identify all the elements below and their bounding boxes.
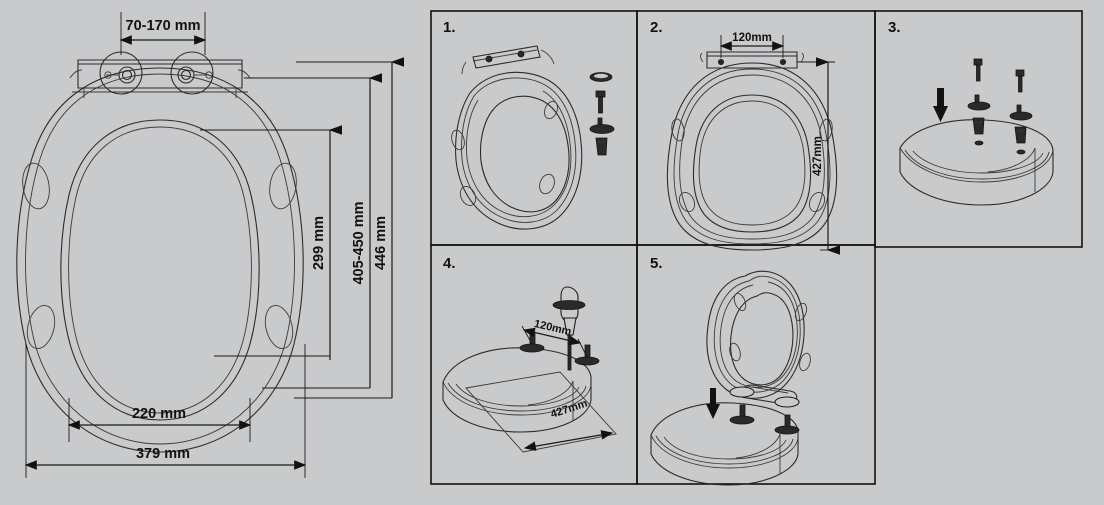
dimension-hinge-spacing: 70-170 mm — [119, 12, 207, 55]
step-5-fixing-right — [774, 396, 800, 435]
step-3-bowl — [899, 119, 1054, 206]
step-3-hardware-left — [967, 58, 991, 135]
step-4-bowl — [442, 331, 617, 453]
step-4-label-427mm: 427mm — [549, 398, 589, 421]
step-1-panel: 1. — [443, 19, 615, 230]
main-seat-outline — [16, 59, 304, 453]
dimension-label-hinge-spacing: 70-170 mm — [126, 18, 201, 34]
step-4-fixing-right — [574, 344, 600, 366]
dimension-lines-vertical: 299 mm 405-450 mm 446 mm — [200, 57, 404, 399]
step-2-label-120mm: 120mm — [732, 32, 772, 44]
step-2-dimension-hinge-hole-spacing: 120mm — [719, 32, 785, 58]
hinge-boss-right — [170, 51, 214, 95]
step-4-panel: 4. — [442, 255, 617, 453]
step-3-hardware-right — [1009, 69, 1033, 144]
step-5-number: 5. — [650, 255, 663, 272]
t-nut-icon — [589, 117, 615, 134]
step-2-dimension-seat-length: 427mm — [797, 57, 840, 255]
dimension-label-inner-opening-length: 299 mm — [311, 216, 327, 270]
step-2-panel: 2. 120mm — [650, 19, 840, 255]
washer-icon — [589, 72, 613, 82]
dimension-label-inner-opening-width: 220 mm — [132, 406, 186, 422]
dimension-label-bowl-fixing-range: 405-450 mm — [351, 201, 367, 284]
step-1-number: 1. — [443, 19, 456, 36]
step-1-hardware — [589, 72, 615, 156]
step-5-panel: 5. — [650, 255, 811, 486]
step-5-fixing-left — [729, 386, 755, 425]
dimension-label-overall-width: 379 mm — [136, 446, 190, 462]
step-4-fixing-left — [519, 331, 545, 353]
step-panel-grid — [430, 10, 1083, 485]
step-3-number: 3. — [888, 19, 901, 36]
step-4-number: 4. — [443, 255, 456, 272]
dimension-lines-horizontal: 220 mm 379 mm — [24, 344, 307, 478]
step-1-seat — [451, 45, 583, 230]
step-5-down-arrow-icon — [706, 388, 720, 419]
step-2-number: 2. — [650, 19, 663, 36]
step-2-label-427mm: 427mm — [812, 136, 824, 176]
step-3-down-arrow-icon — [933, 88, 948, 122]
bolt-icon — [595, 90, 606, 114]
step-5-bowl — [650, 402, 799, 486]
step-3-panel: 3. — [888, 19, 1054, 206]
step-5-seat-raised — [706, 270, 811, 405]
dimension-label-overall-length: 446 mm — [373, 216, 389, 270]
anchor-socket-icon — [595, 137, 608, 156]
